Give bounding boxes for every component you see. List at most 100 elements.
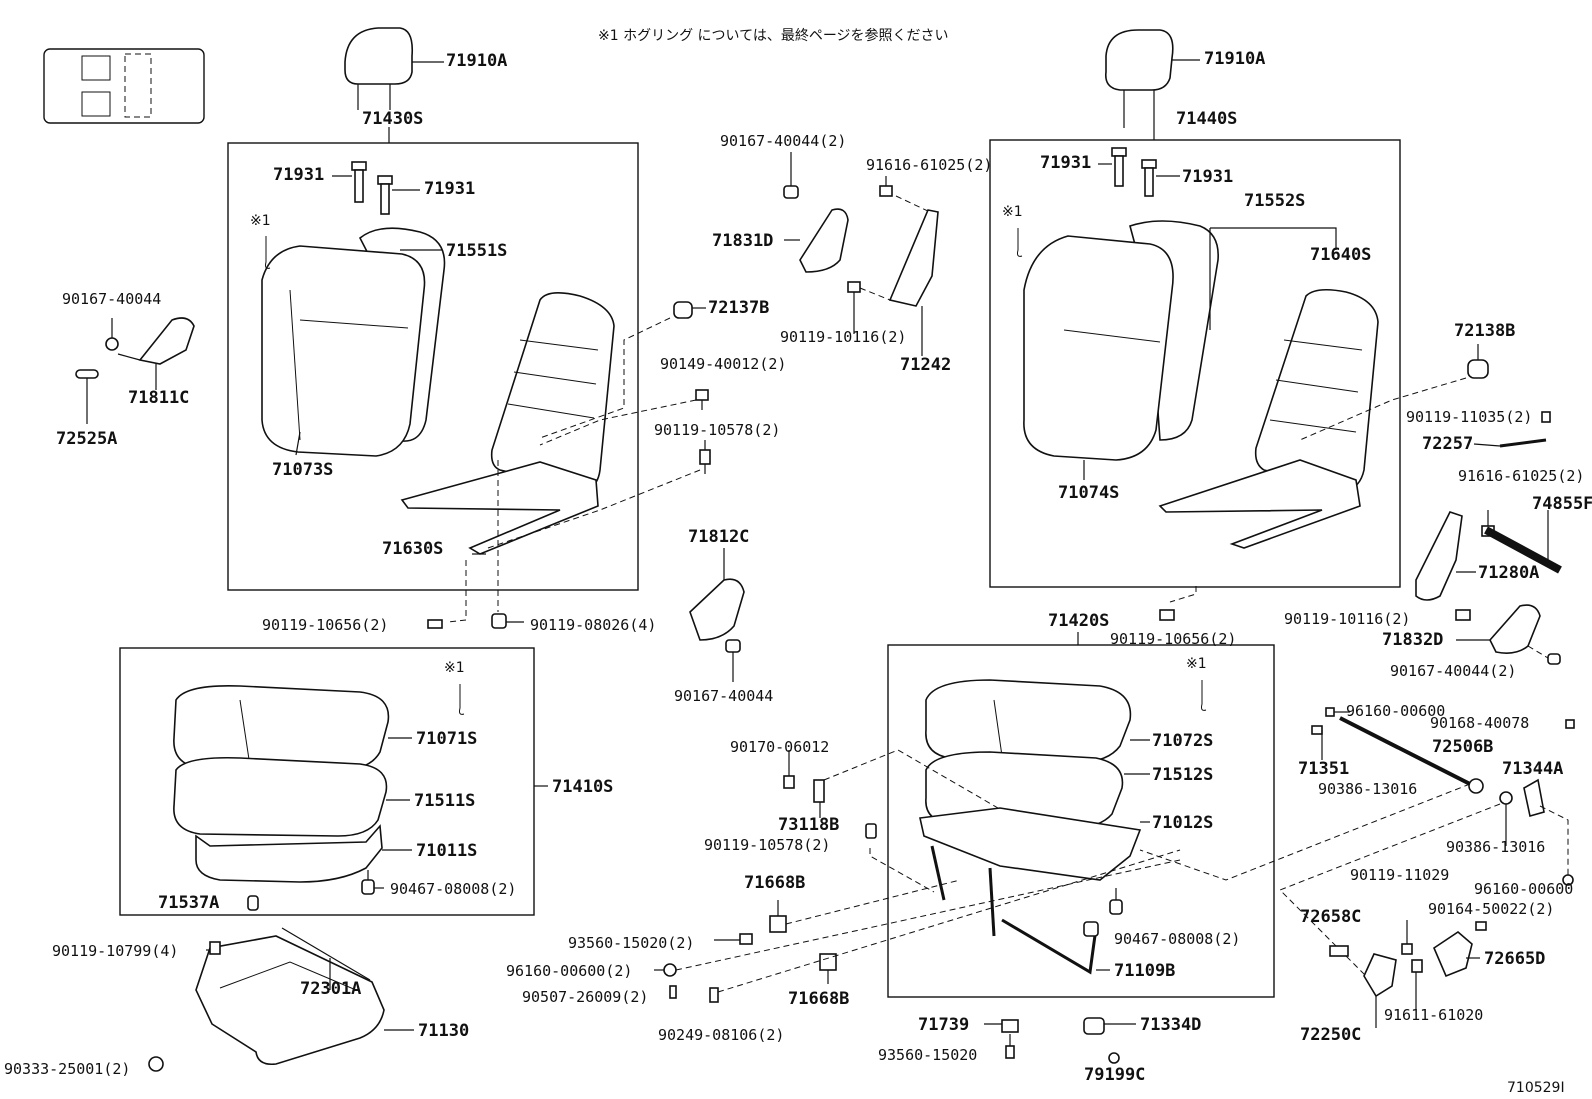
part-label-p37: 71832D xyxy=(1382,630,1443,650)
group-box-71430s xyxy=(227,142,639,591)
part-label-p80: 72665D xyxy=(1484,949,1545,969)
cushion-cover-left-icon xyxy=(173,684,412,911)
part-label-p29: 71074S xyxy=(1058,483,1119,503)
group-box-71420s xyxy=(887,644,1275,998)
part-label-p46: 71537A xyxy=(158,893,219,913)
part-label-p10: 72137B xyxy=(708,298,769,318)
part-label-p68: 79199C xyxy=(1084,1065,1145,1085)
bolt-90119-08026-icon xyxy=(491,613,524,629)
part-label-p64: 71109B xyxy=(1114,961,1175,981)
recliner-71280a-icon xyxy=(1415,510,1495,601)
part-label-p71: 71351 xyxy=(1298,759,1349,779)
part-label-p49: 71130 xyxy=(418,1021,469,1041)
part-label-p48: 72301A xyxy=(300,979,361,999)
part-label-p11: 90149-40012(2) xyxy=(660,355,786,373)
part-label-p16: 71812C xyxy=(688,527,749,547)
group-box-71410s xyxy=(119,647,535,916)
part-label-p4: 71931 xyxy=(424,179,475,199)
header-note: ※1 ホグリング については、最終ページを参照ください xyxy=(598,27,949,44)
bolt-90149-icon xyxy=(695,389,709,410)
part-label-p67: 71334D xyxy=(1140,1015,1201,1035)
legend-box xyxy=(43,48,205,124)
part-label-p33: 91616-61025(2) xyxy=(1458,467,1584,485)
part-labels: 71910A71430S719317193171551S90167-400447… xyxy=(4,49,1592,1085)
part-label-p55: 93560-15020(2) xyxy=(568,934,694,952)
part-label-p69: 96160-00600 xyxy=(1346,702,1445,720)
cushion-cover-right-icon xyxy=(919,679,1150,881)
recliner-cover-71812c-icon xyxy=(689,548,745,682)
part-label-p20: 71831D xyxy=(712,231,773,251)
part-label-p5: 71551S xyxy=(446,241,507,261)
clip-73118b-icon xyxy=(783,750,877,839)
recliner-cover-71832d-icon xyxy=(1456,604,1561,665)
part-label-p6: 90167-40044 xyxy=(62,290,161,308)
part-label-p70: 90168-40078 xyxy=(1430,714,1529,732)
part-label-p73: 71344A xyxy=(1502,759,1563,779)
part-label-p43: 71410S xyxy=(552,777,613,797)
hinge-bracket-71242-icon xyxy=(847,176,939,356)
headrest-left-icon xyxy=(344,27,444,110)
part-label-p40: 90119-10656(2) xyxy=(1110,630,1236,648)
part-label-p1: 71910A xyxy=(446,51,507,71)
seatback-frame-left-icon xyxy=(400,292,615,555)
bolt-90119-10116-right-icon xyxy=(1455,609,1471,621)
part-label-p62: 71012S xyxy=(1152,813,1213,833)
knob-72138b-icon xyxy=(1467,344,1489,379)
part-label-p21: 90119-10116(2) xyxy=(780,328,906,346)
part-label-p27: 71552S xyxy=(1244,191,1305,211)
part-label-p53: 90119-10578(2) xyxy=(704,836,830,854)
recliner-cover-71811c-icon xyxy=(75,317,195,424)
bushing-71931-right-icon xyxy=(1098,147,1180,197)
seatback-cover-left-icon xyxy=(261,227,446,457)
part-label-p81: 91611-61020 xyxy=(1384,1006,1483,1024)
cap-71334d-icon xyxy=(1083,1017,1136,1064)
part-label-p28: 71640S xyxy=(1310,245,1371,265)
part-label-p7: 71811C xyxy=(128,388,189,408)
clip-71739-icon xyxy=(984,1019,1019,1059)
part-label-p51: 90170-06012 xyxy=(730,738,829,756)
part-label-p24: 71440S xyxy=(1176,109,1237,129)
part-label-p77: 96160-00600 xyxy=(1474,880,1573,898)
part-label-p36: 90119-10116(2) xyxy=(1284,610,1410,628)
part-label-p57: 90507-26009(2) xyxy=(522,988,648,1006)
part-label-p35: 71280A xyxy=(1478,563,1539,583)
ref-mark-cushion-right: ※1 xyxy=(1186,656,1207,672)
bolt-90119-10578-icon xyxy=(699,440,711,474)
cover-74855f-icon xyxy=(1484,510,1562,574)
seatback-cover-right-icon xyxy=(1023,220,1219,480)
part-label-p32: 72257 xyxy=(1422,434,1473,454)
part-label-p63: 90467-08008(2) xyxy=(1114,930,1240,948)
rod-72506b-icon xyxy=(1311,707,1575,846)
part-label-p47: 90119-10799(4) xyxy=(52,942,178,960)
part-label-p72: 72506B xyxy=(1432,737,1493,757)
part-label-p22: 71242 xyxy=(900,355,951,375)
part-label-p15: 90119-08026(4) xyxy=(530,616,656,634)
part-label-p82: 72250C xyxy=(1300,1025,1361,1045)
part-label-p42: 71511S xyxy=(414,791,475,811)
screw-group-left-icon xyxy=(654,933,753,1003)
lock-72250c-icon xyxy=(1329,920,1487,1028)
part-label-p76: 90119-11029 xyxy=(1350,866,1449,884)
ref-mark-backrest-right: ※1 xyxy=(1002,204,1023,220)
part-label-p60: 71072S xyxy=(1152,731,1213,751)
part-label-p52: 73118B xyxy=(778,815,839,835)
part-label-p25: 71931 xyxy=(1040,153,1091,173)
bushing-71931-icon xyxy=(332,161,420,215)
part-label-p3: 71931 xyxy=(273,165,324,185)
part-label-p54: 71668B xyxy=(744,873,805,893)
part-label-p14: 90119-10656(2) xyxy=(262,616,388,634)
part-label-p31: 90119-11035(2) xyxy=(1406,408,1532,426)
part-label-p19: 91616-61025(2) xyxy=(866,156,992,174)
part-label-p34: 74855F xyxy=(1532,494,1592,514)
part-label-p56: 96160-00600(2) xyxy=(506,962,632,980)
ref-mark-cushion-left: ※1 xyxy=(444,660,465,676)
part-label-p13: 71630S xyxy=(382,539,443,559)
part-label-p30: 72138B xyxy=(1454,321,1515,341)
part-label-p45: 90467-08008(2) xyxy=(390,880,516,898)
part-label-p8: 72525A xyxy=(56,429,117,449)
part-label-p50: 90333-25001(2) xyxy=(4,1060,130,1078)
part-label-p12: 90119-10578(2) xyxy=(654,421,780,439)
part-label-p44: 71011S xyxy=(416,841,477,861)
seatback-frame-right-icon xyxy=(1158,288,1379,549)
part-label-p74: 90386-13016 xyxy=(1318,780,1417,798)
